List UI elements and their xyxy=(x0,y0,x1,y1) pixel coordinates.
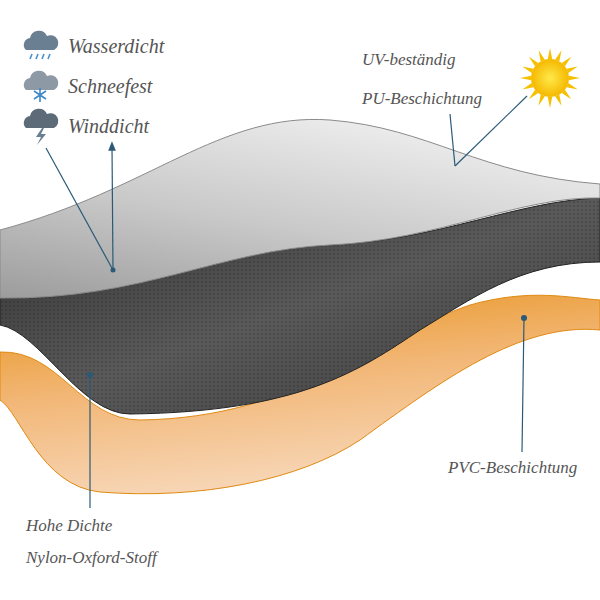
part-label: Wasserdicht xyxy=(68,34,164,58)
part-label: PVC-Beschichtung xyxy=(448,458,577,478)
sun-ray xyxy=(548,97,553,108)
leader-line xyxy=(450,114,455,166)
sun-ray xyxy=(539,50,545,61)
leader-line xyxy=(522,318,524,452)
leader-line xyxy=(89,375,90,508)
sun-ray xyxy=(520,76,531,81)
storm-icon xyxy=(24,109,58,145)
leader-line xyxy=(112,146,113,270)
sun-ray xyxy=(555,95,561,106)
rain-icon xyxy=(24,31,58,59)
cloud xyxy=(24,109,58,128)
part-label: UV-beständig xyxy=(362,50,456,70)
rain-drops xyxy=(30,54,50,59)
sun-ray xyxy=(522,67,533,73)
part-label: Winddicht xyxy=(68,114,149,138)
sun-icon xyxy=(520,48,580,108)
part-label: Nylon-Oxford-Stoff xyxy=(26,548,157,568)
leader-dot xyxy=(111,268,116,273)
sun-rays xyxy=(520,48,580,108)
part-label: Schneefest xyxy=(68,74,152,98)
leader-dot xyxy=(87,372,93,378)
cloud xyxy=(24,71,58,90)
part-label: Hohe Dichte xyxy=(26,516,112,536)
pu-layer xyxy=(0,119,600,298)
sun-ray xyxy=(539,95,545,106)
cloud xyxy=(24,31,58,50)
leader-dot xyxy=(521,315,527,321)
sun xyxy=(531,59,569,97)
sun-ray xyxy=(548,48,553,59)
leader-line xyxy=(46,148,113,270)
sun-ray xyxy=(569,76,580,81)
sun-ray xyxy=(522,83,533,89)
sun-ray xyxy=(567,67,578,73)
snowflake xyxy=(34,88,46,102)
sun-ray xyxy=(567,83,578,89)
sun-ray xyxy=(555,50,561,61)
snow-icon xyxy=(24,71,58,102)
lightning xyxy=(36,128,46,145)
part-label: PU-Beschichtung xyxy=(362,89,482,109)
